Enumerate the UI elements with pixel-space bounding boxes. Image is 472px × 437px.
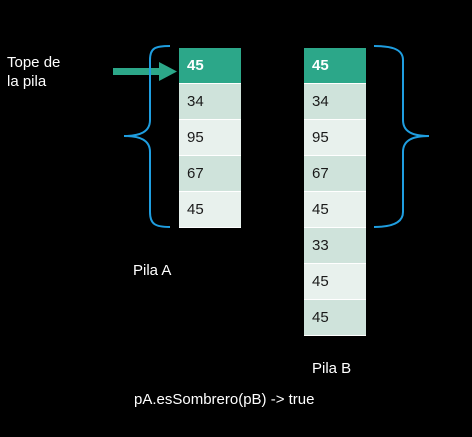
stack-a-cell: 45 [179,48,241,84]
stack-b-cell: 45 [304,300,366,336]
stack-b-cell: 45 [304,264,366,300]
expression-text: pA.esSombrero(pB) -> true [134,391,315,408]
stack-b-cell: 95 [304,120,366,156]
stack-b-cell: 34 [304,84,366,120]
top-label-line-2: la pila [7,73,47,90]
stack-b-cell: 45 [304,48,366,84]
stack-b-cell: 45 [304,192,366,228]
stack-a: 45 34 95 67 45 [179,48,241,228]
stack-b: 45 34 95 67 45 33 45 45 [304,48,366,336]
stack-a-cell: 45 [179,192,241,228]
stack-a-left-brace [123,45,171,228]
stack-a-cell: 67 [179,156,241,192]
top-label-line-1: Tope de [7,54,61,71]
stack-a-cell: 34 [179,84,241,120]
stack-b-label: Pila B [312,360,352,377]
stack-b-cell: 33 [304,228,366,264]
stack-a-cell: 95 [179,120,241,156]
stack-a-label: Pila A [133,262,172,279]
stack-b-cell: 67 [304,156,366,192]
stack-b-right-brace [373,45,430,228]
top-pointer-arrow-icon [113,62,177,81]
top-of-stack-label: Tope de la pila [7,53,60,91]
